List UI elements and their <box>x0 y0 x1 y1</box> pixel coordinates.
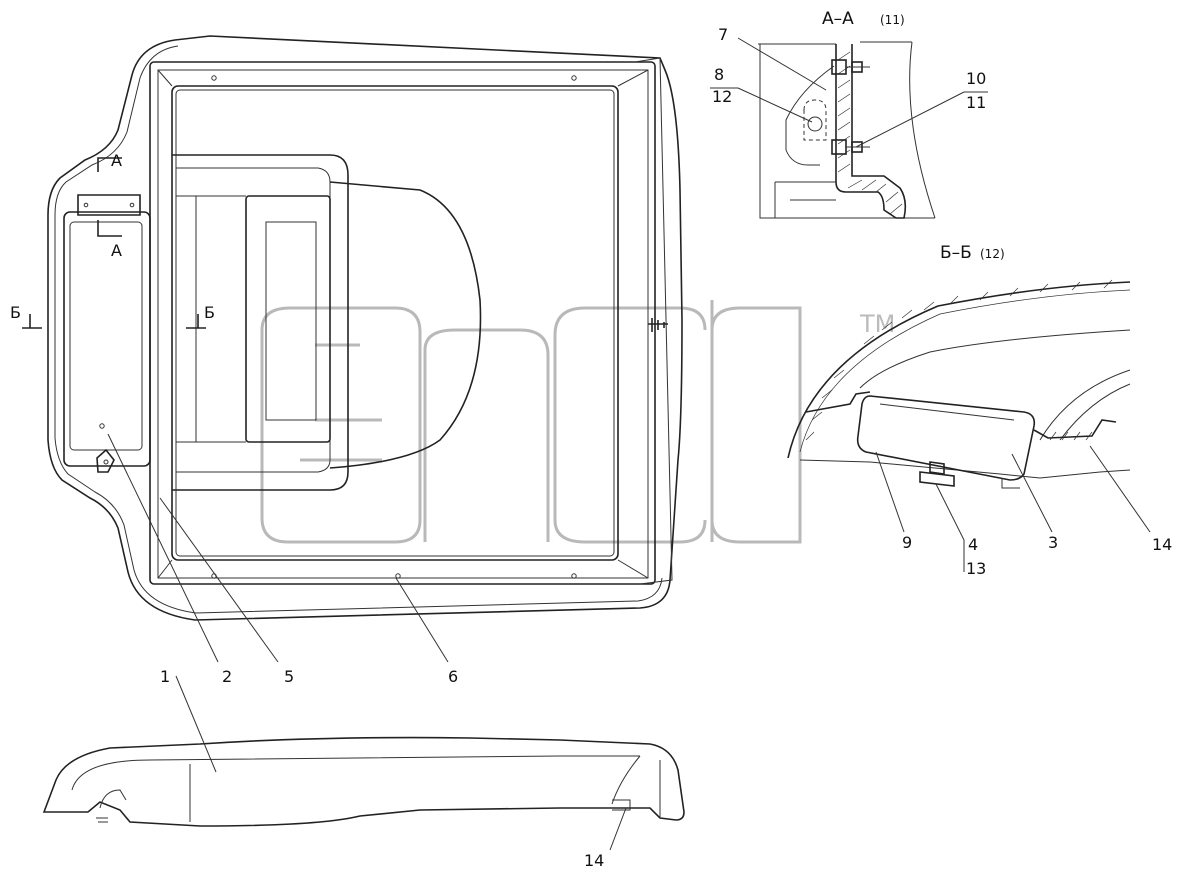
section-aa-ref: (11) <box>880 13 905 27</box>
callout-14-bottom: 14 <box>584 851 604 870</box>
side-panel <box>63 211 151 467</box>
section-a-a: А–А (11) <box>710 9 988 219</box>
callout-9: 9 <box>902 533 912 552</box>
callout-2: 2 <box>222 667 232 686</box>
callout-7: 7 <box>718 25 728 44</box>
dome-outline <box>329 181 482 469</box>
top-view: А А Б Б <box>10 35 683 663</box>
callout-8: 8 <box>714 65 724 84</box>
section-bb-title: Б–Б <box>940 243 972 263</box>
callout-12: 12 <box>712 87 732 106</box>
hatch-cover <box>172 154 349 491</box>
section-panel <box>856 395 1036 481</box>
callout-13: 13 <box>966 559 986 578</box>
cut-mark-a-top: А <box>111 151 122 170</box>
section-b-b: Б–Б (12) <box>787 243 1151 572</box>
section-bb-ref: (12) <box>980 247 1005 261</box>
callout-1: 1 <box>160 667 170 686</box>
section-aa-title: А–А <box>822 9 854 29</box>
cut-mark-b-right: Б <box>204 303 215 322</box>
callout-5: 5 <box>284 667 294 686</box>
hatch-window <box>245 195 331 443</box>
callout-10: 10 <box>966 69 986 88</box>
callout-6: 6 <box>448 667 458 686</box>
callout-3: 3 <box>1048 533 1058 552</box>
cut-mark-a-bottom: А <box>111 241 122 260</box>
roof-shell-outline <box>47 35 683 621</box>
side-view <box>42 675 685 851</box>
callout-4: 4 <box>968 535 978 554</box>
callout-11: 11 <box>966 93 986 112</box>
callout-14-right: 14 <box>1152 535 1172 554</box>
roof-side-outline <box>42 736 685 827</box>
cut-mark-b-left: Б <box>10 303 21 322</box>
inner-frame <box>149 61 656 585</box>
hatch-opening <box>171 85 619 561</box>
